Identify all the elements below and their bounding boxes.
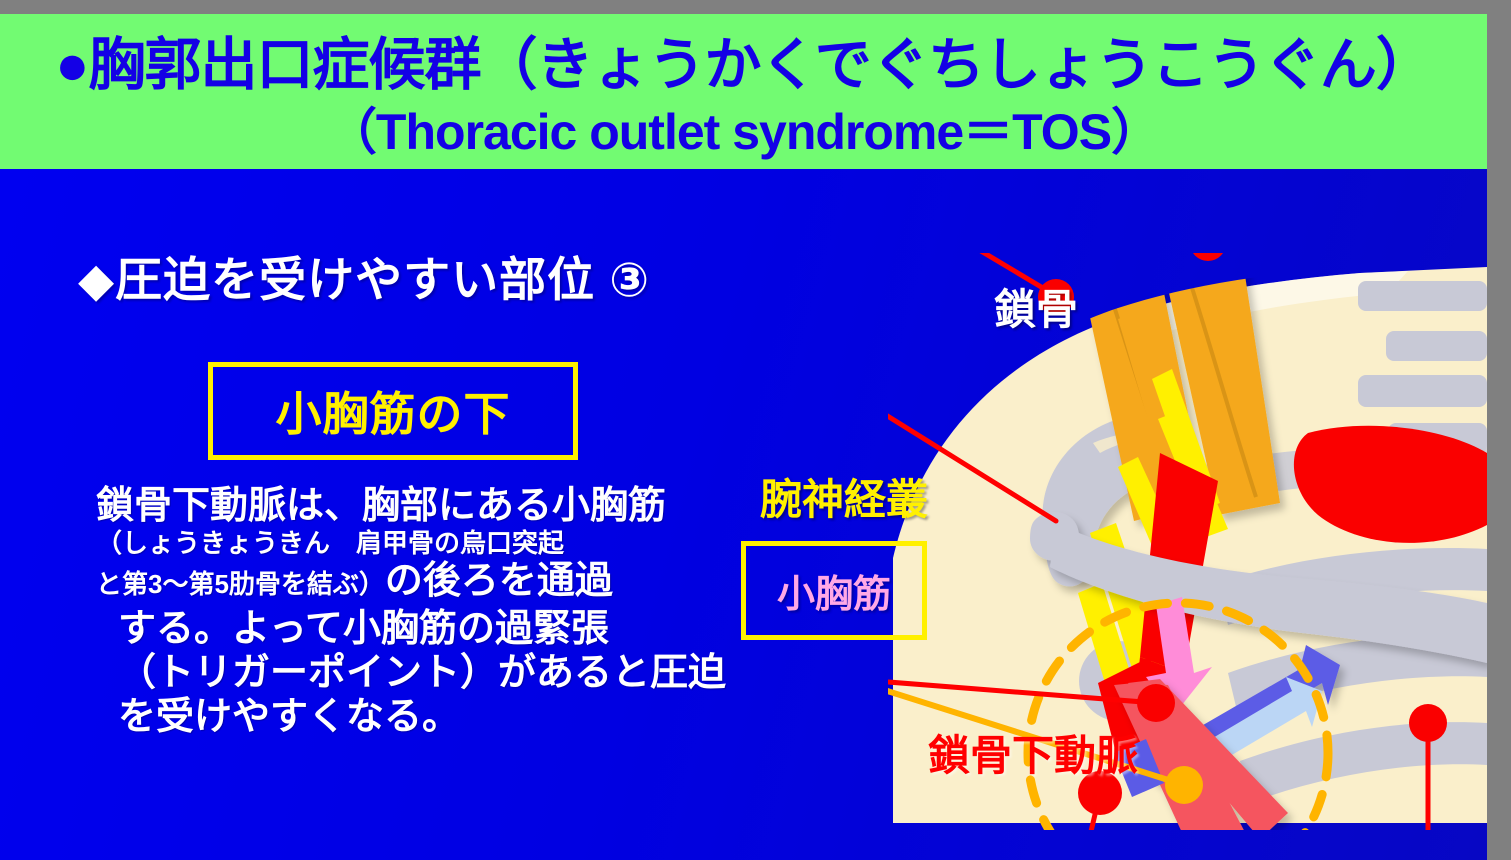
paragraph-line-6: を受けやすくなる。 (118, 696, 461, 738)
clavicle-bone (1030, 512, 1487, 663)
highlight-box-pectoralis-minor-under: 小胸筋の下 (208, 362, 578, 460)
marker-dot-plexus (1137, 684, 1175, 722)
paragraph-line-3: と第3～第5肋骨を結ぶ）の後ろを通過 (96, 558, 796, 607)
upper-red-muscle (1293, 425, 1487, 543)
slide-header: ●胸郭出口症候群（きょうかくでぐちしょうこうぐん） （Thoracic outl… (0, 14, 1487, 169)
leader-line-brachial-plexus (888, 679, 1159, 706)
paragraph-line-4: する。よって小胸筋の過緊張 (118, 608, 609, 650)
leader-line-clavicle (888, 413, 1059, 524)
paragraph-line-3-small: と第3～第5肋骨を結ぶ） (96, 569, 385, 599)
paragraph-line-1: 鎖骨下動脈は、胸部にある小胸筋 (96, 485, 667, 527)
label-clavicle: 鎖骨 (994, 286, 1079, 333)
marker-dot-trigger (1165, 766, 1203, 804)
paragraph-line-5: （トリガーポイント）があると圧迫 (118, 652, 727, 694)
label-subclavian-artery: 鎖骨下動脈 (928, 732, 1139, 779)
section-heading: ◆圧迫を受けやすい部位 ③ (78, 253, 650, 306)
marker-dot-right (1409, 704, 1447, 742)
trigger-point-circle (1023, 598, 1333, 830)
marker-dot-top (1193, 253, 1223, 261)
marker-dot-upper-left (1038, 279, 1074, 315)
anatomy-illustration (888, 253, 1487, 830)
leader-line-pectoralis-minor (888, 688, 1187, 788)
header-title-english: （Thoracic outlet syndrome＝TOS） (326, 104, 1161, 160)
label-pectoralis-minor: 小胸筋 (776, 574, 891, 616)
paragraph-line-2: （しょうきょうきん 肩甲骨の烏口突起 (96, 528, 565, 558)
explanation-paragraph: 鎖骨下動脈は、胸部にある小胸筋 （しょうきょうきん 肩甲骨の烏口突起 と第3～第… (96, 484, 796, 739)
upper-ribs-group (1358, 281, 1487, 453)
paragraph-line-3-big: の後ろを通過 (384, 560, 613, 602)
marker-dot-artery (1078, 771, 1122, 815)
label-brachial-plexus: 腕神経叢 (760, 476, 929, 523)
header-title-japanese: ●胸郭出口症候群（きょうかくでぐちしょうこうぐん） (55, 33, 1433, 97)
highlight-box-label: 小胸筋の下 (275, 388, 511, 440)
leader-line-clavicle-upper (979, 253, 1061, 300)
label-box-pectoralis-minor: 小胸筋 (741, 541, 927, 640)
leader-lines-group (888, 253, 1447, 830)
